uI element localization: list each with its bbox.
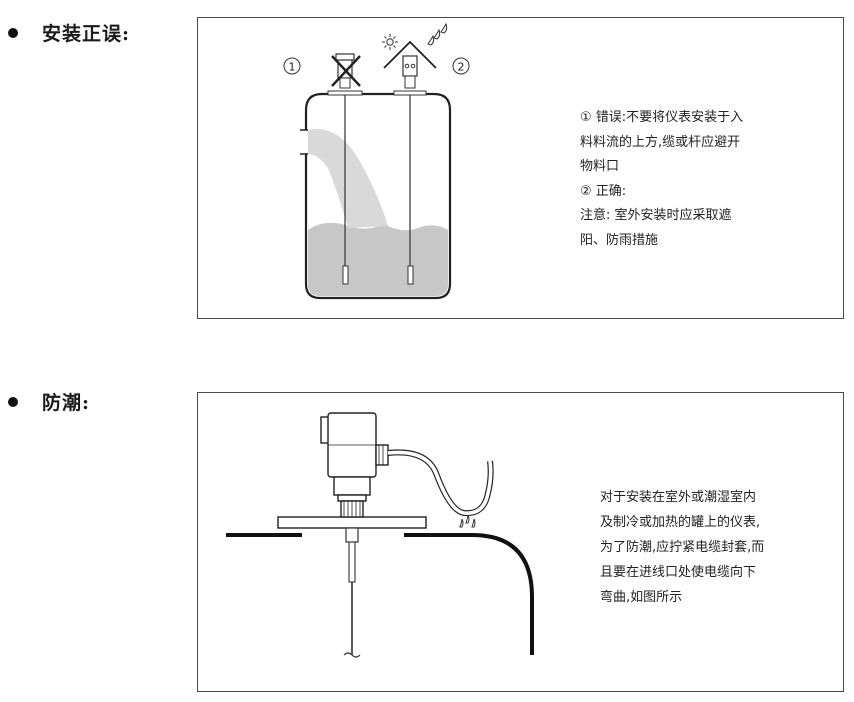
moisture-diagram (226, 412, 534, 658)
tank-outline (304, 92, 452, 300)
note-line: 料料流的上方,缆或杆应避开 (580, 134, 741, 150)
sensor-right (383, 40, 437, 285)
tank-roof-wall (404, 533, 534, 655)
note-line: 物料口 (580, 159, 620, 174)
moisture-diagram-panel: 对于安装在室外或潮湿室内 及制冷或加热的罐上的仪表, 为了防潮,应拧紧电缆封套,… (197, 392, 844, 692)
label-wrong: 1 (283, 57, 301, 75)
bullet-icon (8, 396, 18, 407)
install-notes: ① 错误:不要将仪表安装于入 料料流的上方,缆或杆应避开 物料口 ② 正确: 注… (580, 106, 743, 253)
moisture-notes: 对于安装在室外或潮湿室内 及制冷或加热的罐上的仪表, 为了防潮,应拧紧电缆封套,… (600, 485, 764, 610)
flange (277, 516, 427, 529)
sensor-housing (320, 412, 389, 518)
note-line: ② 正确: (580, 183, 627, 199)
rain-drops-icon (427, 22, 448, 46)
svg-text:2: 2 (458, 61, 465, 74)
roof-icon (383, 40, 437, 69)
note-line: 阳、防雨措施 (580, 232, 659, 248)
section-heading-install: 安装正误: (8, 19, 130, 46)
sun-icon (382, 34, 398, 50)
heading-moisture-text: 防潮: (42, 392, 91, 414)
note-line: 为了防潮,应拧紧电缆封套,而 (600, 540, 765, 555)
material-level (308, 222, 448, 296)
bullet-icon (8, 27, 18, 38)
section-heading-moisture: 防潮: (8, 388, 90, 415)
install-diagram-panel: 1 2 ① 错误:不要将仪表安装于入 料料流的上方,缆或杆应避开 物料口 ② 正… (197, 17, 844, 319)
probe (343, 527, 361, 658)
svg-text:1: 1 (289, 61, 296, 74)
note-line: 弯曲,如图所示 (600, 590, 683, 605)
material-stream (308, 128, 388, 228)
label-right: 2 (452, 57, 470, 75)
water-drip-icon (459, 514, 476, 528)
install-diagram: 1 2 (283, 22, 470, 300)
note-line: ① 错误:不要将仪表安装于入 (580, 110, 744, 125)
note-line: 且要在进线口处使电缆向下 (600, 565, 757, 580)
note-line: 对于安装在室外或潮湿室内 (600, 490, 757, 505)
sensor-wrong (327, 53, 363, 285)
note-line: 及制冷或加热的罐上的仪表, (600, 515, 761, 530)
heading-install-text: 安装正误: (42, 23, 131, 45)
note-line: 注意: 室外安装时应采取遮 (580, 208, 732, 223)
